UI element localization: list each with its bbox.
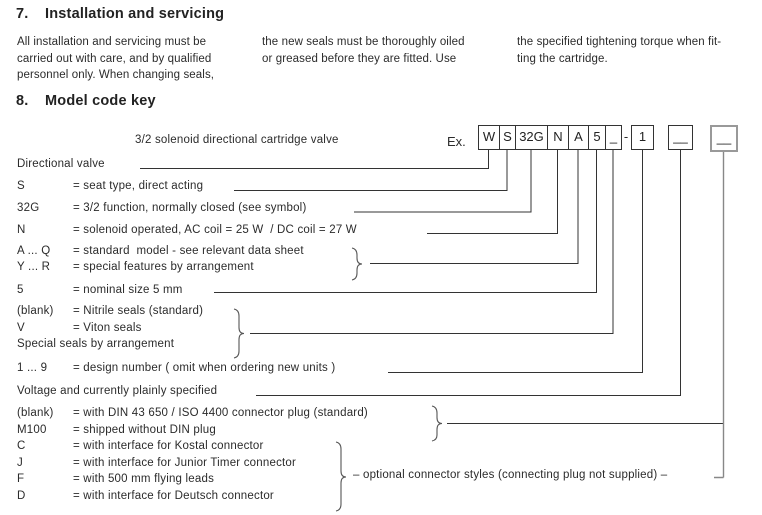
key-definition: = with DIN 43 650 / ISO 4400 connector p… [73,407,368,419]
code-separator-dash: - [623,129,629,144]
code-box-voltage-blank: __ [668,125,693,150]
line-nominal-size [214,150,597,293]
key-row-din-plug: (blank) = with DIN 43 650 / ISO 4400 conn… [17,407,368,420]
key-definition: = with interface for Deutsch connector [73,490,274,502]
key-code: D [17,490,26,502]
line-connector-style-stem [714,152,725,479]
code-box-a: A [568,125,589,150]
key-row-nitrile-seals: (blank) = Nitrile seals (standard) [17,305,203,318]
key-definition: = design number ( omit when ordering new… [73,362,336,374]
line-seat-type [234,150,508,191]
key-row-deutsch: D = with interface for Deutsch connector [17,490,274,503]
key-code: Y ... R [17,261,51,273]
key-row-special-features: Y ... R = special features by arrangement [17,261,254,274]
line-voltage [256,150,681,396]
code-box-design-number: 1 [631,125,654,150]
key-code: A ... Q [17,245,51,257]
key-row-m100: M100 = shipped without DIN plug [17,424,216,437]
key-code: M100 [17,424,47,436]
code-box-5: 5 [588,125,606,150]
key-row-32g: 32G = 3/2 function, normally closed (see … [17,202,306,215]
key-definition: = with interface for Junior Timer connec… [73,457,297,469]
paragraph-column-2: the new seals must be thoroughly oiled o… [262,36,465,65]
section-7-title: Installation and servicing [45,6,225,22]
code-box-w: W [478,125,500,150]
key-definition: = 3/2 function, normally closed (see sym… [73,202,307,214]
brace-seals [233,308,245,359]
key-row-design-number: 1 ... 9 = design number ( omit when order… [17,362,335,375]
line-design-number [388,150,643,373]
key-definition: = Nitrile seals (standard) [73,305,204,317]
key-code: S [17,180,25,192]
key-code: N [17,224,26,236]
section-8-heading: 8. Model code key [16,92,156,110]
code-box-32g: 32G [515,125,548,150]
line-seals [250,150,614,334]
code-box-seal-blank: _ [605,125,622,150]
key-definition: = shipped without DIN plug [73,424,216,436]
key-code: 1 ... 9 [17,362,48,374]
brace-optional-connectors [335,441,347,512]
key-label: Voltage and currently plainly specified [17,385,218,397]
code-box-s: S [499,125,516,150]
key-code: V [17,322,25,334]
line-directional-valve [140,150,489,169]
key-definition: = standard model - see relevant data she… [73,245,304,257]
line-solenoid [427,150,558,234]
key-row-solenoid: N = solenoid operated, AC coil = 25 W / D… [17,224,357,237]
key-row-directional-valve: Directional valve [17,158,105,171]
key-code: J [17,457,23,469]
key-code: 5 [17,284,24,296]
key-code: (blank) [17,407,54,419]
paragraph-column-1: All installation and servicing must be c… [17,36,215,81]
key-row-junior-timer: J = with interface for Junior Timer conne… [17,457,296,470]
key-definition: = Viton seals [73,322,142,334]
key-label: Special seals by arrangement [17,338,175,350]
key-row-viton-seals: V = Viton seals [17,322,142,335]
key-row-kostal: C = with interface for Kostal connector [17,440,264,453]
key-row-seat-type: S = seat type, direct acting [17,180,203,193]
key-definition: = solenoid operated, AC coil = 25 W / DC… [73,224,357,236]
line-32g-function [354,150,532,213]
model-code-subtitle: 3/2 solenoid directional cartridge valve [135,134,339,146]
example-label: Ex. [447,134,466,149]
key-row-flying-leads: F = with 500 mm flying leads [17,473,214,486]
key-definition: = nominal size 5 mm [73,284,183,296]
key-code: 32G [17,202,40,214]
section-8-number: 8. [16,93,29,109]
key-definition: = seat type, direct acting [73,180,204,192]
key-code: F [17,473,25,485]
optional-connectors-note: – optional connector styles (connecting … [353,469,668,481]
paragraph-column-3: the specified tightening torque when fit… [517,36,722,65]
key-definition: = with interface for Kostal connector [73,440,264,452]
code-box-n: N [547,125,569,150]
key-row-standard-model: A ... Q = standard model - see relevant d… [17,245,304,258]
key-row-voltage: Voltage and currently plainly specified [17,385,217,398]
key-definition: = special features by arrangement [73,261,254,273]
section-7-number: 7. [16,6,29,22]
code-box-connector-blank: __ [710,125,738,152]
brace-model-letters [351,247,363,281]
key-code: (blank) [17,305,54,317]
key-label: Directional valve [17,158,105,170]
key-row-nominal-size: 5 = nominal size 5 mm [17,284,183,297]
line-model-letter [370,150,579,264]
key-row-special-seals: Special seals by arrangement [17,338,174,351]
section-8-title: Model code key [45,93,156,109]
key-code: C [17,440,26,452]
example-code-boxes: W S 32G N A 5 _ [478,125,622,150]
brace-din-plug [431,405,443,442]
section-7-heading: 7. Installation and servicing [16,5,224,23]
key-definition: = with 500 mm flying leads [73,473,215,485]
